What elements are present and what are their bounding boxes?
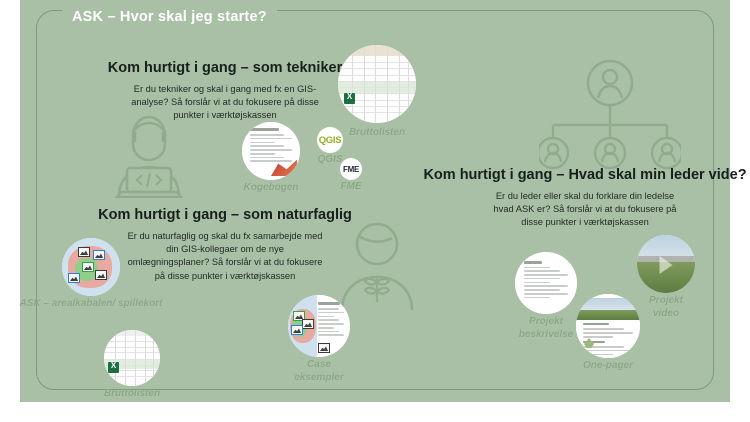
thumbnail-projekt-video[interactable]: Projekt video	[637, 235, 695, 319]
thumbnail-caption: Bruttolisten	[348, 127, 406, 138]
thumbnail-projekt-beskrivelse[interactable]: Projekt beskrivelse	[515, 252, 577, 340]
org-chart-people-icon	[539, 58, 681, 170]
excel-file-icon	[344, 92, 355, 104]
slide-canvas: ASK – Hvor skal jeg starte?	[20, 0, 747, 402]
section-naturfaglig: Kom hurtigt i gang – som naturfaglig Er …	[95, 207, 355, 283]
page-title: ASK – Hvor skal jeg starte?	[62, 9, 277, 25]
person-with-leaf-icon	[332, 214, 422, 310]
section-tekniker-body: Er du tekniker og skal i gang med fx en …	[131, 84, 319, 121]
fme-logo-icon: FME	[340, 158, 362, 180]
section-tekniker-heading: Kom hurtigt i gang – som tekniker	[107, 60, 343, 76]
thumbnail-arealkabalen[interactable]: ASK – arealkabalen/ spillekort	[20, 238, 162, 309]
excel-file-icon	[108, 361, 119, 373]
thumbnail-bruttolisten-bottom[interactable]: Bruttolisten	[104, 330, 160, 399]
thumbnail-bruttolisten-top[interactable]: Bruttolisten	[338, 45, 416, 138]
leaf-icon	[584, 338, 594, 348]
section-tekniker: Kom hurtigt i gang – som tekniker Er du …	[100, 60, 350, 123]
badge-caption: FME	[340, 181, 362, 192]
section-naturfaglig-heading: Kom hurtigt i gang – som naturfaglig	[98, 207, 352, 223]
qgis-logo-icon: QGIS	[317, 127, 343, 153]
section-naturfaglig-body: Er du naturfaglig og skal du fx samarbej…	[127, 231, 323, 281]
thumbnail-kogebogen[interactable]: Kogebogen	[242, 122, 300, 193]
thumbnail-caption: Kogebogen	[243, 182, 299, 193]
play-icon	[659, 256, 673, 275]
thumbnail-one-pager[interactable]: One-pager	[576, 294, 640, 371]
section-leder-body: Er du leder eller skal du forklare din l…	[493, 191, 677, 228]
section-leder-heading: Kom hurtigt i gang – Hvad skal min leder…	[423, 167, 747, 183]
section-leder: Kom hurtigt i gang – Hvad skal min leder…	[420, 167, 750, 230]
thumbnail-caption: Bruttolisten	[103, 388, 161, 399]
thumbnail-caption: Projekt beskrivelse	[518, 316, 574, 340]
thumbnail-caption: One-pager	[582, 360, 633, 371]
badge-caption: QGIS	[317, 154, 343, 165]
thumbnail-case-eksempler[interactable]: Case eksempler	[288, 295, 350, 383]
thumbnail-caption: Case eksempler	[294, 359, 344, 383]
thumbnail-caption: Projekt video	[649, 295, 683, 319]
developer-at-laptop-icon	[103, 102, 195, 198]
thumbnail-caption: ASK – arealkabalen/ spillekort	[19, 298, 163, 309]
